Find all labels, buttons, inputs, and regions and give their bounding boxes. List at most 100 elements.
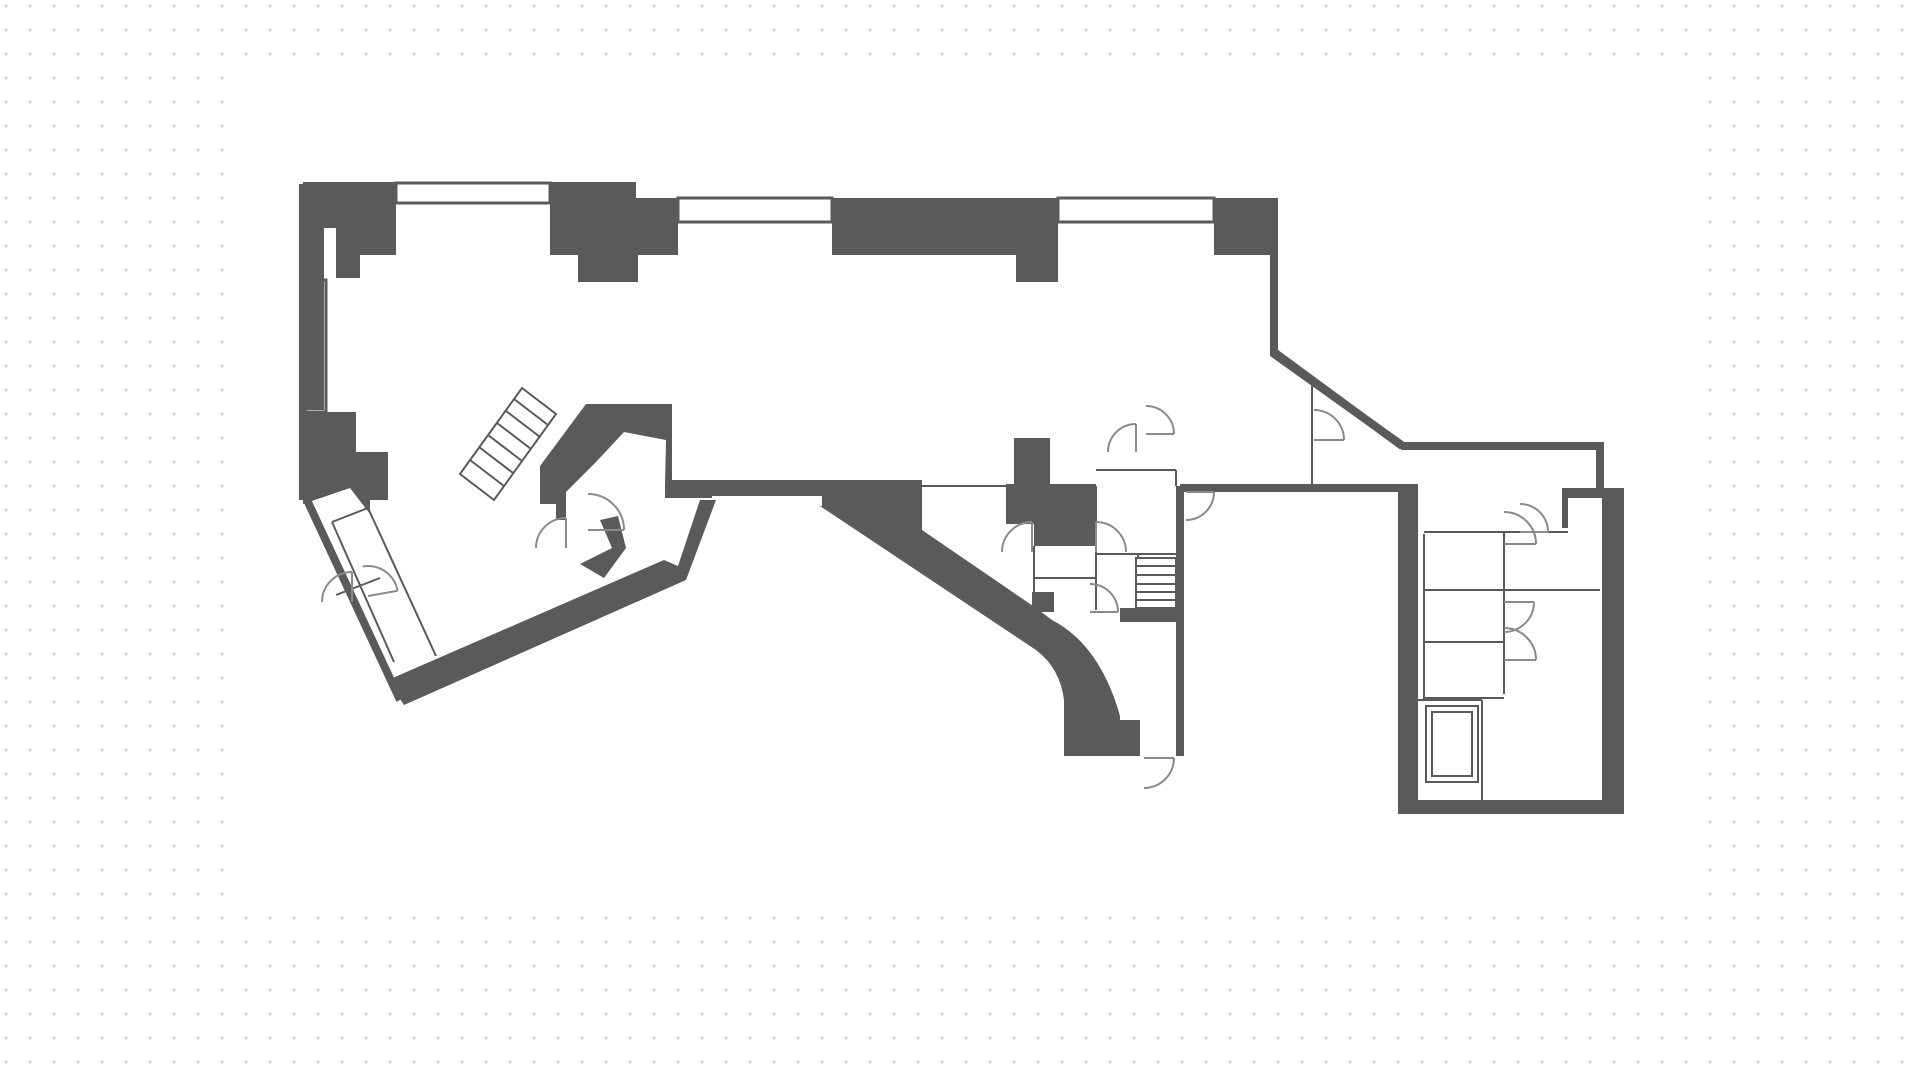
window	[676, 196, 834, 224]
grid-dot	[1516, 1036, 1520, 1040]
grid-dot	[1828, 580, 1832, 584]
grid-dot	[220, 1012, 224, 1016]
grid-dot	[412, 1060, 416, 1064]
grid-dot	[172, 244, 176, 248]
grid-dot	[1444, 916, 1448, 920]
grid-dot	[148, 52, 152, 56]
grid-dot	[1876, 412, 1880, 416]
partition	[335, 577, 381, 596]
grid-dot	[364, 52, 368, 56]
grid-dot	[1780, 988, 1784, 992]
grid-dot	[364, 988, 368, 992]
grid-dot	[1564, 964, 1568, 968]
grid-dot	[196, 580, 200, 584]
grid-dot	[964, 940, 968, 944]
grid-dot	[124, 220, 128, 224]
dot-grid-background	[4, 4, 1904, 1064]
grid-dot	[4, 964, 8, 968]
grid-dot	[220, 772, 224, 776]
grid-dot	[220, 484, 224, 488]
grid-dot	[484, 4, 488, 8]
grid-dot	[916, 4, 920, 8]
grid-dot	[4, 844, 8, 848]
grid-dot	[1348, 4, 1352, 8]
grid-dot	[1348, 964, 1352, 968]
grid-dot	[4, 652, 8, 656]
grid-dot	[124, 532, 128, 536]
grid-dot	[100, 484, 104, 488]
grid-dot	[1732, 1012, 1736, 1016]
grid-dot	[892, 964, 896, 968]
grid-dot	[1708, 124, 1712, 128]
hall-wall	[1120, 608, 1176, 622]
grid-dot	[52, 940, 56, 944]
grid-dot	[1756, 988, 1760, 992]
door-swing	[1089, 583, 1119, 613]
grid-dot	[76, 52, 80, 56]
grid-dot	[172, 628, 176, 632]
grid-dot	[1876, 364, 1880, 368]
grid-dot	[196, 460, 200, 464]
grid-dot	[1156, 988, 1160, 992]
grid-dot	[1588, 52, 1592, 56]
grid-dot	[892, 28, 896, 32]
grid-dot	[1684, 988, 1688, 992]
grid-dot	[1300, 964, 1304, 968]
grid-dot	[1828, 796, 1832, 800]
grid-dot	[28, 508, 32, 512]
grid-dot	[892, 52, 896, 56]
grid-dot	[484, 988, 488, 992]
grid-dot	[724, 1060, 728, 1064]
windows	[302, 181, 1216, 414]
grid-dot	[1756, 532, 1760, 536]
grid-dot	[1828, 508, 1832, 512]
grid-dot	[748, 52, 752, 56]
grid-dot	[172, 1012, 176, 1016]
grid-dot	[1780, 1060, 1784, 1064]
grid-dot	[220, 628, 224, 632]
grid-dot	[1132, 1036, 1136, 1040]
grid-dot	[1876, 316, 1880, 320]
grid-dot	[220, 508, 224, 512]
grid-dot	[292, 1012, 296, 1016]
grid-dot	[1276, 916, 1280, 920]
grid-dot	[1804, 916, 1808, 920]
grid-dot	[1852, 724, 1856, 728]
grid-dot	[1732, 436, 1736, 440]
grid-dot	[4, 460, 8, 464]
grid-dot	[76, 700, 80, 704]
grid-dot	[52, 436, 56, 440]
grid-dot	[28, 556, 32, 560]
grid-dot	[172, 172, 176, 176]
grid-dot	[196, 100, 200, 104]
grid-dot	[436, 4, 440, 8]
grid-dot	[4, 52, 8, 56]
grid-dot	[1012, 28, 1016, 32]
grid-dot	[220, 412, 224, 416]
grid-dot	[1516, 52, 1520, 56]
grid-dot	[268, 964, 272, 968]
grid-dot	[28, 292, 32, 296]
grid-dot	[1756, 940, 1760, 944]
grid-dot	[1300, 4, 1304, 8]
grid-dot	[1852, 484, 1856, 488]
grid-dot	[1108, 28, 1112, 32]
grid-dot	[1876, 916, 1880, 920]
grid-dot	[220, 124, 224, 128]
grid-dot	[1828, 940, 1832, 944]
grid-dot	[124, 724, 128, 728]
grid-dot	[76, 292, 80, 296]
grid-dot	[1756, 868, 1760, 872]
grid-dot	[124, 340, 128, 344]
grid-dot	[1900, 844, 1904, 848]
bath-fixture	[1425, 705, 1479, 783]
grid-dot	[1780, 268, 1784, 272]
grid-dot	[1900, 340, 1904, 344]
grid-dot	[1252, 4, 1256, 8]
grid-dot	[532, 916, 536, 920]
grid-dot	[76, 844, 80, 848]
grid-dot	[964, 28, 968, 32]
grid-dot	[1156, 964, 1160, 968]
grid-dot	[1876, 508, 1880, 512]
grid-dot	[892, 916, 896, 920]
